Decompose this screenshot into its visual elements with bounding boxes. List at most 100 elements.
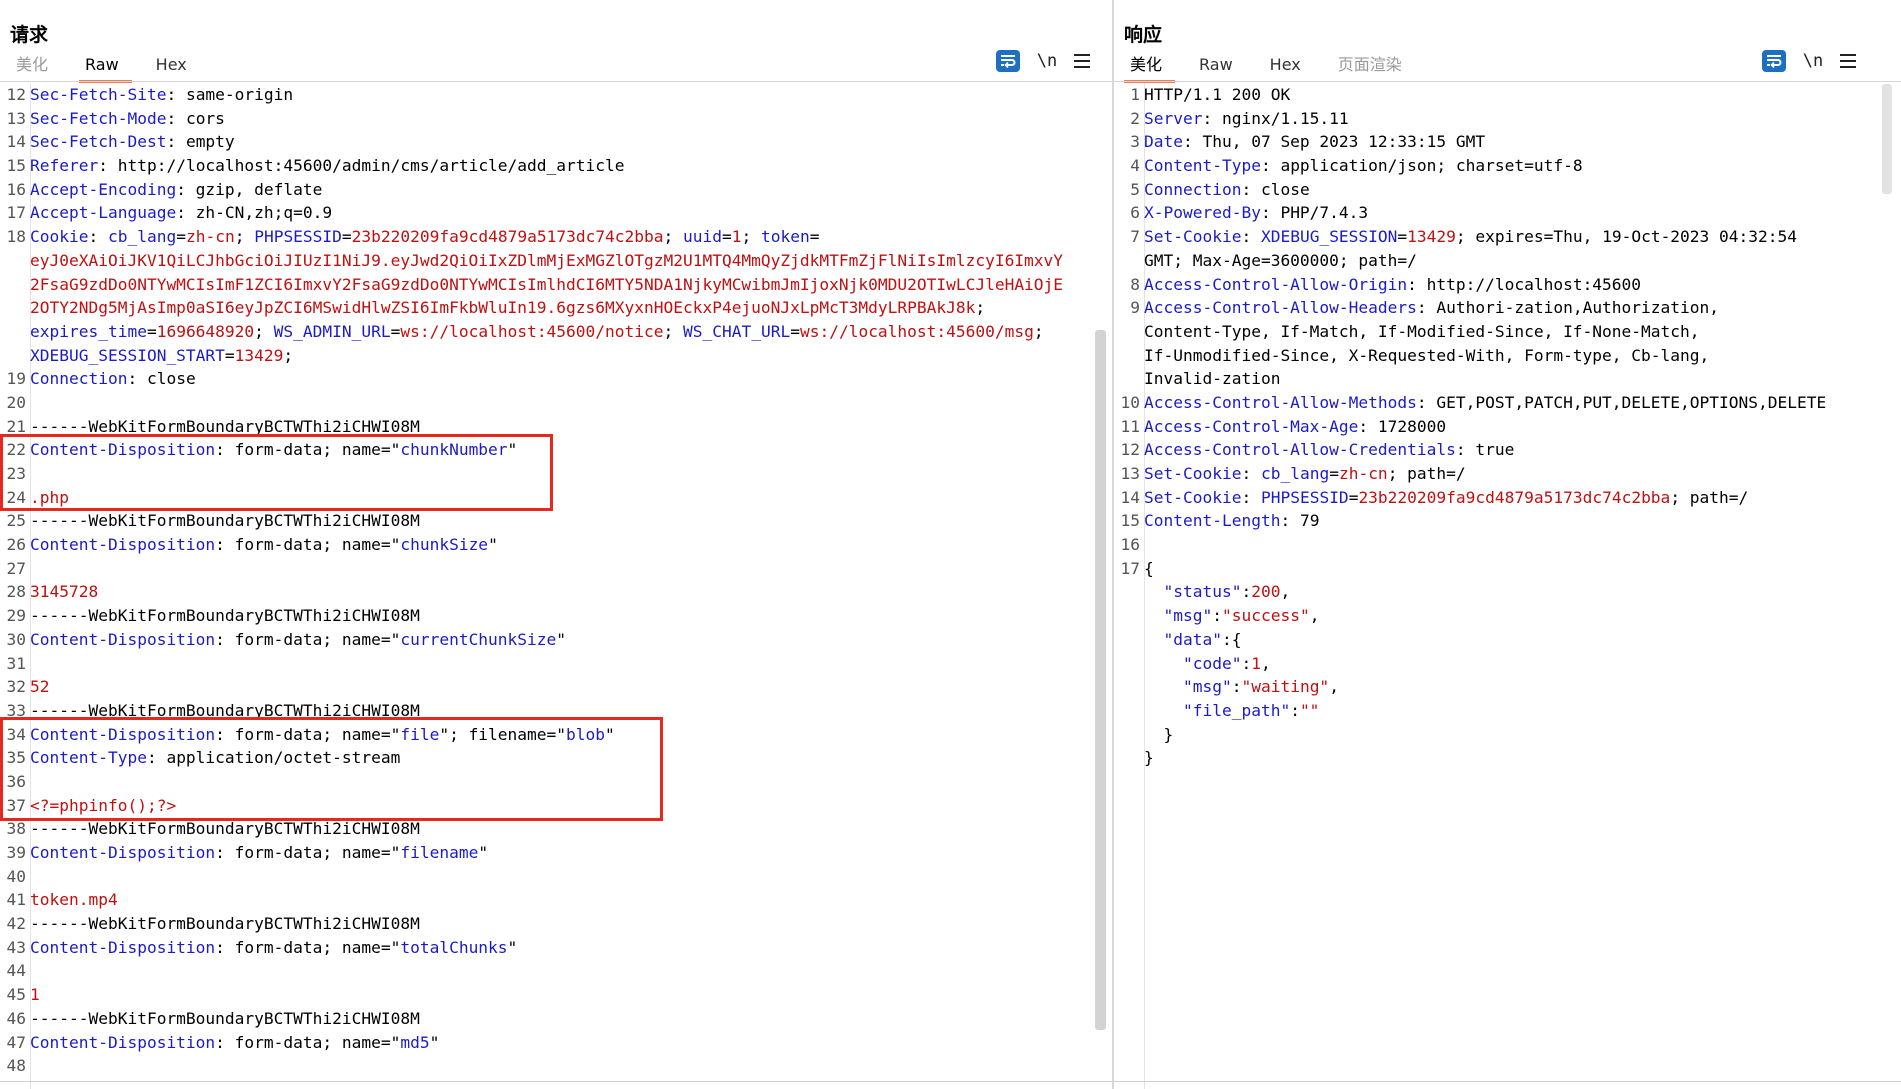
- code-line: 27: [0, 557, 1112, 581]
- token: token.mp4: [30, 890, 118, 910]
- response-word-wrap-button[interactable]: [1762, 50, 1786, 72]
- request-newline-toggle[interactable]: \n: [1036, 51, 1058, 71]
- token: "msg": [1182, 677, 1232, 697]
- token: : close: [127, 369, 196, 389]
- line-number: 36: [6, 771, 27, 791]
- token: Server: [1144, 108, 1203, 128]
- line-text: token.mp4: [30, 888, 1112, 912]
- token: <?=phpinfo();?>: [30, 795, 177, 815]
- token: ------WebKitFormBoundaryBCTWThi2iCHWI08M: [30, 914, 420, 934]
- token: "": [1299, 700, 1320, 720]
- token: :: [1290, 700, 1300, 720]
- line-number: [0, 273, 30, 297]
- line-number: 48: [6, 1056, 27, 1076]
- line-text: If-Unmodified-Since, X-Requested-With, F…: [1144, 344, 1901, 368]
- token: "success": [1221, 606, 1310, 626]
- code-line: 42------WebKitFormBoundaryBCTWThi2iCHWI0…: [0, 912, 1112, 936]
- code-line: 33------WebKitFormBoundaryBCTWThi2iCHWI0…: [0, 699, 1112, 723]
- response-tab-pretty[interactable]: 美化: [1124, 54, 1176, 83]
- line-text: XDEBUG_SESSION_START=13429;: [30, 344, 1112, 368]
- request-tab-raw[interactable]: Raw: [79, 54, 132, 83]
- token: ; path=/: [1387, 464, 1466, 483]
- token: : http://localhost:45600/admin/cms/artic…: [98, 156, 625, 176]
- code-line: "msg":"success",: [1114, 604, 1901, 628]
- line-number: 42: [6, 914, 27, 934]
- request-menu-icon[interactable]: [1074, 54, 1090, 68]
- token: :: [1241, 582, 1252, 602]
- highlight-box-file-payload: [0, 717, 663, 821]
- code-line: 48: [0, 1054, 1112, 1078]
- response-tab-hex[interactable]: Hex: [1269, 55, 1301, 74]
- line-number: 14: [1120, 487, 1141, 507]
- token: ;: [234, 227, 255, 247]
- line-number: [1114, 723, 1144, 747]
- token: ": [488, 535, 498, 555]
- request-scrollbar[interactable]: [1095, 330, 1106, 1030]
- response-gutter-divider: [1144, 83, 1145, 1089]
- line-number: [1114, 249, 1144, 273]
- token: "; filename=": [439, 724, 567, 744]
- line-number: [1114, 746, 1144, 770]
- code-line: Content-Type, If-Match, If-Modified-Sinc…: [1114, 320, 1901, 344]
- code-line: 46------WebKitFormBoundaryBCTWThi2iCHWI0…: [0, 1007, 1112, 1031]
- line-text: ------WebKitFormBoundaryBCTWThi2iCHWI08M: [30, 699, 1112, 723]
- token: WS_ADMIN_URL: [273, 321, 391, 341]
- line-text: Set-Cookie: XDEBUG_SESSION=13429; expire…: [1144, 225, 1901, 249]
- response-menu-icon[interactable]: [1840, 54, 1856, 68]
- token: =: [722, 227, 732, 247]
- response-tab-render[interactable]: 页面渲染: [1337, 55, 1402, 74]
- request-word-wrap-button[interactable]: [996, 50, 1020, 72]
- token: : form-data; name=": [215, 1032, 401, 1052]
- token: ws://localhost:45600/msg: [799, 321, 1034, 341]
- token: ": [478, 843, 489, 862]
- token: 1: [1251, 653, 1261, 673]
- token: : gzip, deflate: [176, 179, 323, 199]
- line-number: 3: [1130, 132, 1140, 152]
- token: Set-Cookie: [1144, 464, 1242, 483]
- response-toolbar: \n: [1762, 50, 1856, 72]
- token: Content-Type: [1144, 156, 1261, 176]
- line-text: Referer: http://localhost:45600/admin/cm…: [30, 154, 1112, 178]
- code-line: If-Unmodified-Since, X-Requested-With, F…: [1114, 344, 1901, 368]
- response-newline-toggle[interactable]: \n: [1802, 51, 1824, 71]
- line-text: Cookie: cb_lang=zh-cn; PHPSESSID=23b2202…: [30, 225, 1112, 249]
- token: : close: [1241, 179, 1310, 199]
- token: cb_lang: [107, 227, 177, 247]
- request-tab-hex[interactable]: Hex: [155, 55, 187, 74]
- token: : form-data; name=": [215, 937, 401, 957]
- token: ,: [1329, 677, 1339, 697]
- line-text: Access-Control-Allow-Methods: GET,POST,P…: [1144, 391, 1901, 415]
- line-number: 28: [6, 582, 27, 602]
- token: ;: [663, 321, 684, 341]
- token: :: [1231, 677, 1242, 697]
- code-line: GMT; Max-Age=3600000; path=/: [1114, 249, 1901, 273]
- token: If-Unmodified-Since, X-Requested-With, F…: [1144, 345, 1710, 365]
- line-text: Content-Disposition: form-data; name="cu…: [30, 628, 1112, 652]
- token: ------WebKitFormBoundaryBCTWThi2iCHWI08M: [30, 700, 420, 720]
- token: :: [1241, 464, 1261, 483]
- request-tab-pretty[interactable]: 美化: [16, 55, 49, 74]
- line-number: 17: [6, 203, 27, 223]
- code-line: "msg":"waiting",: [1114, 675, 1901, 699]
- response-tab-raw[interactable]: Raw: [1199, 55, 1233, 74]
- request-gutter-divider: [30, 83, 31, 1089]
- response-scrollbar[interactable]: [1882, 84, 1892, 194]
- token: : PHP/7.4.3: [1260, 203, 1369, 223]
- line-number: 24: [6, 487, 27, 507]
- token: 1696648920: [156, 321, 255, 341]
- token: : Thu, 07 Sep 2023 12:33:15 GMT: [1182, 132, 1486, 152]
